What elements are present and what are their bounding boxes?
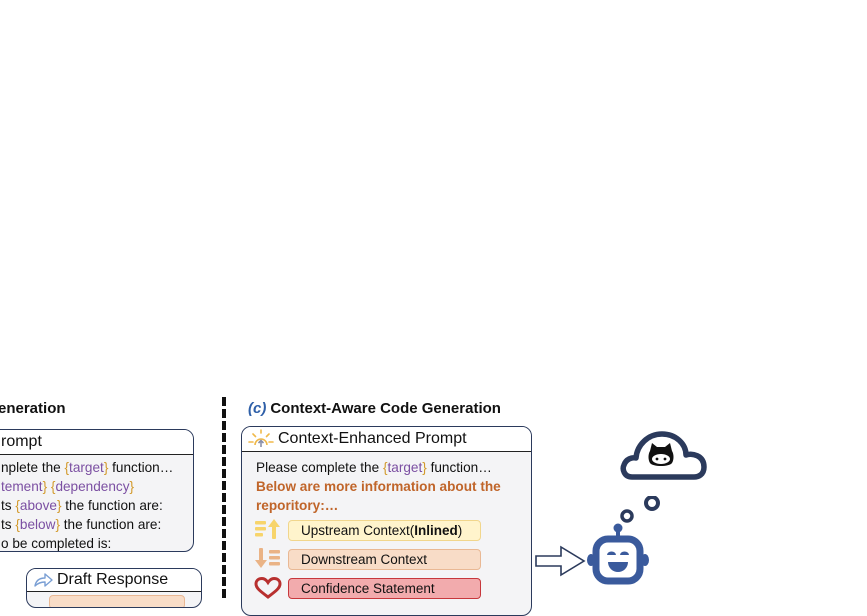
upstream-context-chip: Upstream Context(Inlined) (288, 520, 481, 541)
sort-down-icon (254, 547, 282, 574)
repository-highlight-line: reporitory:… (256, 498, 339, 513)
downstream-context-chip: Downstream Context (288, 549, 481, 570)
repository-highlight-line: Below are more information about the (256, 479, 501, 494)
sun-arrow-icon (248, 429, 274, 449)
left-section-heading: eneration (0, 400, 66, 417)
section-tag: (c) (248, 400, 267, 417)
robot-icon (586, 522, 650, 591)
sort-up-icon (254, 518, 282, 545)
draft-chip (49, 595, 185, 607)
github-cloud-icon (620, 427, 708, 488)
prompt-line: Please complete the {target} function… (256, 460, 492, 475)
section-divider (222, 397, 226, 598)
prompt-line: o be completed is: (1, 536, 112, 551)
heart-icon (254, 576, 282, 604)
prompt-line: ts {above} the function are: (1, 498, 163, 513)
prompt-line: nplete the {target} function… (1, 460, 174, 475)
context-enhanced-prompt-panel: Context-Enhanced Prompt Please complete … (241, 426, 532, 616)
thought-bubble-small (618, 495, 666, 531)
context-enhanced-prompt-title: Context-Enhanced Prompt (242, 427, 531, 452)
confidence-statement-chip: Confidence Statement (288, 578, 481, 599)
prompt-line: tement} {dependency} (1, 479, 135, 494)
right-arrow-icon (534, 545, 586, 582)
prompt-line: ts {below} the function are: (1, 517, 162, 532)
prompt-panel-title: rompt (0, 430, 193, 455)
draft-response-title: Draft Response (27, 569, 201, 592)
draft-response-panel: Draft Response (26, 568, 202, 608)
section-c-heading: (c)Context-Aware Code Generation (248, 400, 501, 417)
prompt-panel: rompt nplete the {target} function… teme… (0, 429, 194, 552)
share-arrow-icon (33, 572, 53, 588)
